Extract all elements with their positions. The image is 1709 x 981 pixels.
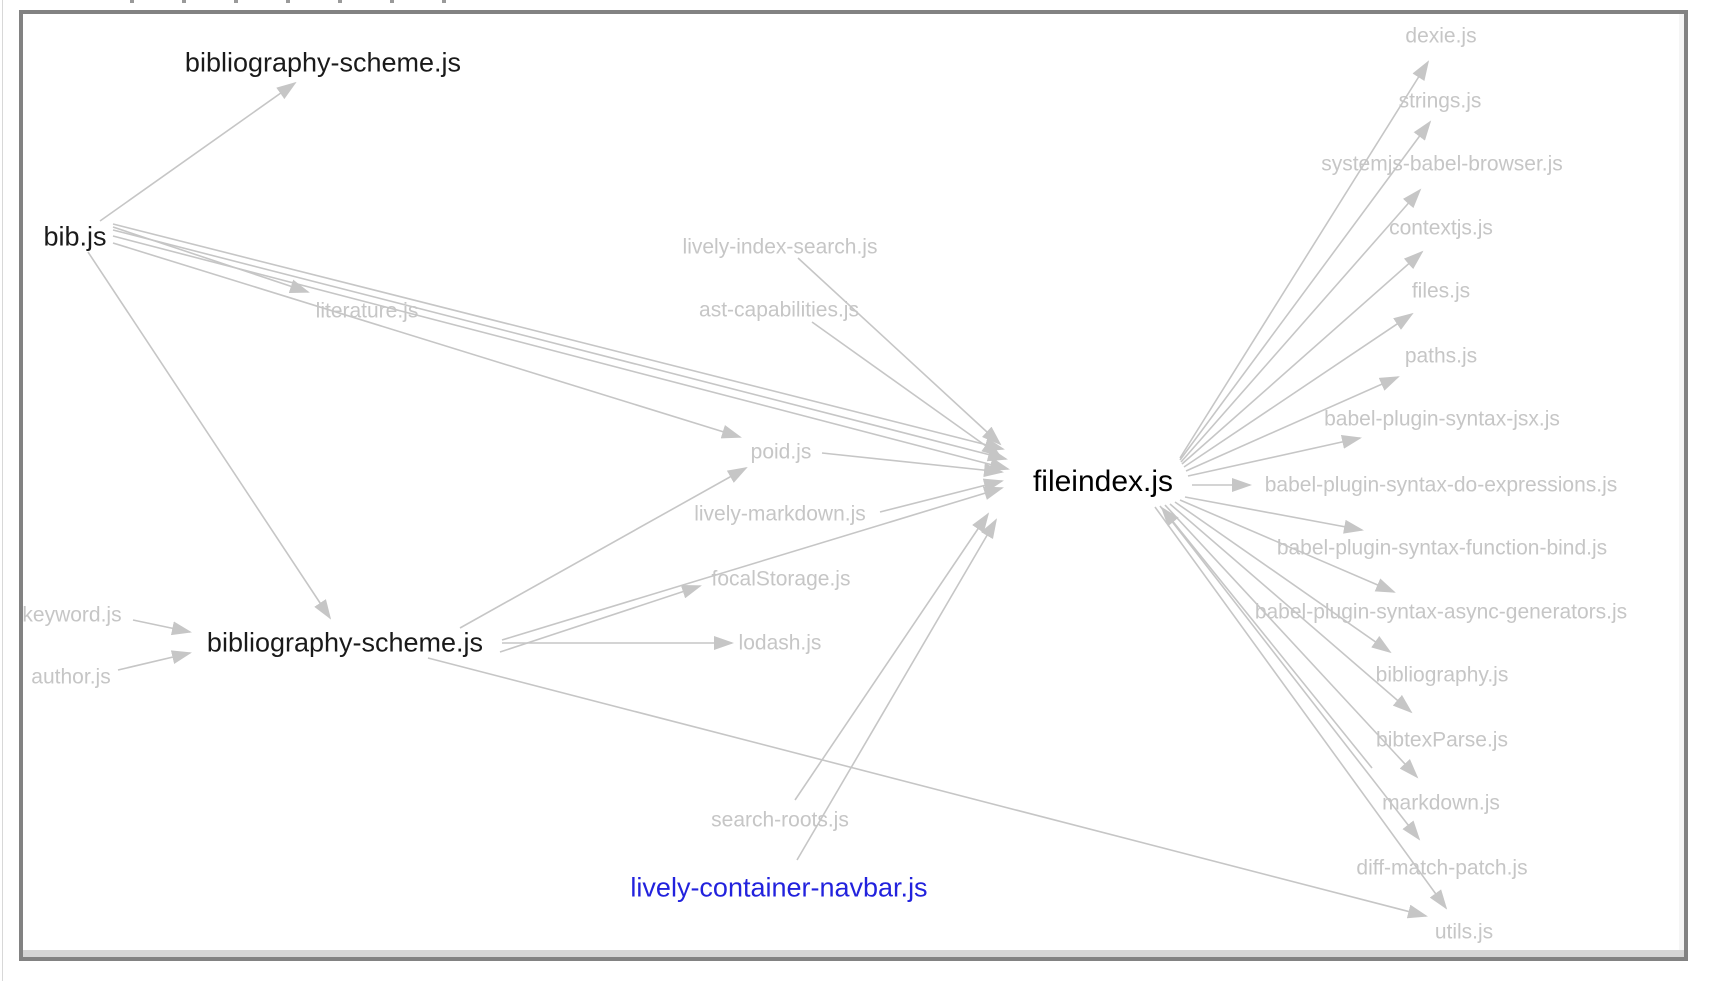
- node-label-fileindex[interactable]: fileindex.js: [1032, 465, 1174, 498]
- node-label-strings[interactable]: strings.js: [1398, 89, 1482, 113]
- node-label-paths[interactable]: paths.js: [1404, 344, 1478, 368]
- node-label-babel-plugin-syntax-function-bind[interactable]: babel-plugin-syntax-function-bind.js: [1276, 536, 1608, 560]
- node-label-babel-plugin-syntax-jsx[interactable]: babel-plugin-syntax-jsx.js: [1324, 407, 1560, 431]
- node-label-markdown[interactable]: markdown.js: [1382, 791, 1500, 815]
- node-label-lodash[interactable]: lodash.js: [738, 631, 822, 655]
- node-label-lively-index-search[interactable]: lively-index-search.js: [682, 235, 878, 259]
- page-left-rule: [2, 0, 3, 981]
- node-label-author[interactable]: author.js: [31, 665, 111, 689]
- graph-viewport: bibliography-scheme.js bib.js literature.j…: [23, 14, 1684, 957]
- node-label-bibliography-scheme[interactable]: bibliography-scheme.js: [206, 627, 484, 658]
- node-label-babel-plugin-syntax-do-expressions[interactable]: babel-plugin-syntax-do-expressions.js: [1264, 473, 1618, 497]
- node-label-keyword[interactable]: keyword.js: [23, 603, 122, 627]
- node-label-babel-plugin-syntax-async-generators[interactable]: babel-plugin-syntax-async-generators.js: [1254, 600, 1628, 624]
- node-label-files[interactable]: files.js: [1411, 279, 1471, 303]
- node-label-ast-capabilities[interactable]: ast-capabilities.js: [699, 298, 859, 322]
- node-label-search-roots[interactable]: search-roots.js: [711, 808, 849, 832]
- node-label-poid[interactable]: poid.js: [750, 440, 812, 464]
- node-layer: bibliography-scheme.js bib.js literature.j…: [23, 14, 1684, 957]
- node-label-utils[interactable]: utils.js: [1434, 920, 1494, 944]
- node-label-systemjs-babel-browser[interactable]: systemjs-babel-browser.js: [1321, 152, 1563, 176]
- graph-panel: bibliography-scheme.js bib.js literature.j…: [19, 10, 1688, 961]
- node-label-bibliography-scheme-top[interactable]: bibliography-scheme.js: [184, 47, 462, 78]
- node-label-diff-match-patch[interactable]: diff-match-patch.js: [1356, 856, 1528, 880]
- node-label-bib[interactable]: bib.js: [43, 221, 107, 252]
- horizontal-scrollbar[interactable]: [23, 950, 1684, 957]
- clipped-text-remnant: [130, 0, 470, 3]
- node-label-dexie[interactable]: dexie.js: [1405, 24, 1477, 48]
- vertical-scrollbar[interactable]: [1679, 14, 1684, 950]
- node-label-lively-markdown[interactable]: lively-markdown.js: [694, 502, 866, 526]
- node-label-contextjs[interactable]: contextjs.js: [1389, 216, 1493, 240]
- node-label-bibliography[interactable]: bibliography.js: [1375, 663, 1509, 687]
- node-label-focalStorage[interactable]: focalStorage.js: [711, 567, 851, 591]
- node-label-lively-container-navbar[interactable]: lively-container-navbar.js: [630, 872, 928, 903]
- node-label-literature[interactable]: literature.js: [315, 299, 419, 323]
- node-label-bibtexParse[interactable]: bibtexParse.js: [1376, 728, 1508, 752]
